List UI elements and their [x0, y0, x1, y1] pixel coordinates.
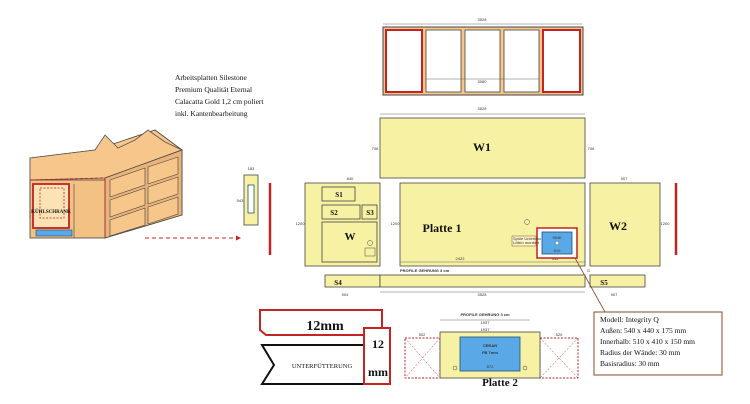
- isometric-kitchen: KÜHLSCHRANK: [29, 129, 184, 239]
- dim-bottom-width: 3528: [478, 292, 488, 297]
- fridge-outline: [32, 183, 70, 229]
- sink-spec-base: Basisradius: 30 mm: [600, 359, 660, 368]
- sink-note-1: Spüle Unterbau: [513, 236, 541, 241]
- dim-s5-width: 907: [611, 292, 618, 297]
- sink-spec-outer: Außen: 540 x 440 x 175 mm: [600, 326, 686, 335]
- dim-top-inner: 3080: [478, 79, 488, 84]
- dim-left-h: 1200: [296, 221, 306, 226]
- spec-line-2: Premium Qualität Eternal: [175, 85, 252, 94]
- panel-platte1: 3528 Platte 1 1200 2422 545 810 SINK Spü…: [391, 182, 590, 273]
- profile-label-2: PROFILE GEHRUNG 3 cm: [460, 312, 510, 317]
- dim-small-top: 183: [248, 166, 255, 171]
- sink-number: 810: [554, 248, 561, 253]
- sink-spec-callout: Modell: Integrity Q Außen: 540 x 440 x 1…: [574, 257, 723, 376]
- label-w1: W1: [473, 140, 491, 154]
- cooktop-line-2: FB 7mm: [482, 350, 498, 355]
- label-platte1: Platte 1: [423, 221, 462, 235]
- left-assembly: 840 S1 S2 S3 W 1200: [296, 176, 381, 267]
- dim-w-width: 904: [342, 292, 349, 297]
- spec-line-3: Calacatta Gold 1,2 cm poliert: [175, 97, 264, 106]
- spec-text: Arbeitsplatten Silestone Premium Qualitä…: [175, 73, 264, 118]
- dim-w1-width: 3528: [478, 106, 488, 111]
- spec-line-4: inkl. Kantenbearbeitung: [175, 109, 248, 118]
- dim-p2-left: 502: [419, 332, 426, 337]
- profile-label-1: PROFILE GEHRUNG 3 cm: [400, 268, 450, 273]
- sink-note-2: Lötkin montiert: [513, 240, 540, 245]
- sink-label: SINK: [552, 235, 562, 240]
- dim-p2-inner: 1937: [481, 327, 491, 332]
- dim-main-h: 1200: [391, 221, 401, 226]
- g-marker-main: G: [587, 268, 590, 273]
- edge-thickness: 12mm: [306, 319, 344, 334]
- label-s4: S4: [334, 279, 342, 287]
- label-s5: S5: [600, 279, 608, 287]
- label-w: W: [345, 231, 356, 243]
- iso-cooktop: [35, 229, 73, 237]
- side-piece: 183 543: [237, 166, 259, 226]
- dim-right-h: 1200: [661, 221, 671, 226]
- dim-left-total: 840: [347, 176, 354, 181]
- panel-w1: 3528 W1 706 706: [372, 106, 595, 179]
- cooktop-line-1: CERAN: [483, 343, 497, 348]
- edge-profile: 12mm UNTERFÜTTERUNG 12 mm: [259, 309, 391, 385]
- panel-w2: 907 W2 1200: [589, 176, 671, 267]
- sink-spec-radius: Radius der Wände: 30 mm: [600, 348, 680, 357]
- label-s1: S1: [335, 191, 343, 199]
- dim-w2-width: 907: [621, 176, 628, 181]
- panel-platte2: PROFILE GEHRUNG 3 cm 1937 1937 CERAN FB …: [404, 312, 579, 389]
- dim-left-w1-h: 706: [372, 146, 379, 151]
- dim-top-width: 3528: [478, 17, 488, 22]
- dim-small-h: 543: [237, 198, 244, 203]
- sink-spec-model: Modell: Integrity Q: [600, 315, 659, 324]
- label-platte2: Platte 2: [482, 377, 518, 389]
- dim-p2-right: 520: [556, 332, 563, 337]
- upper-cabinets: 3528 3080: [382, 17, 584, 96]
- edge-side-unit: mm: [368, 365, 388, 379]
- edge-side-value: 12: [372, 337, 384, 351]
- label-w2: W2: [609, 219, 627, 233]
- fridge-label: KÜHLSCHRANK: [31, 209, 71, 215]
- dim-p2-width: 1937: [481, 320, 491, 325]
- spec-line-1: Arbeitsplatten Silestone: [175, 73, 248, 82]
- dim-main-seg1: 2422: [456, 256, 466, 261]
- dim-right-w1-h: 706: [588, 146, 595, 151]
- edge-unterfuetterung: UNTERFÜTTERUNG: [292, 363, 353, 370]
- label-s3: S3: [366, 209, 374, 217]
- cooktop-cutout: [459, 336, 521, 372]
- cooktop-line-3: 872: [487, 364, 494, 369]
- label-s2: S2: [330, 209, 338, 217]
- strips: PROFILE GEHRUNG 3 cm 3080 S4 S5 907 904 …: [324, 268, 646, 297]
- sink-spec-inner: Innerhalb: 510 x 410 x 150 mm: [600, 337, 695, 346]
